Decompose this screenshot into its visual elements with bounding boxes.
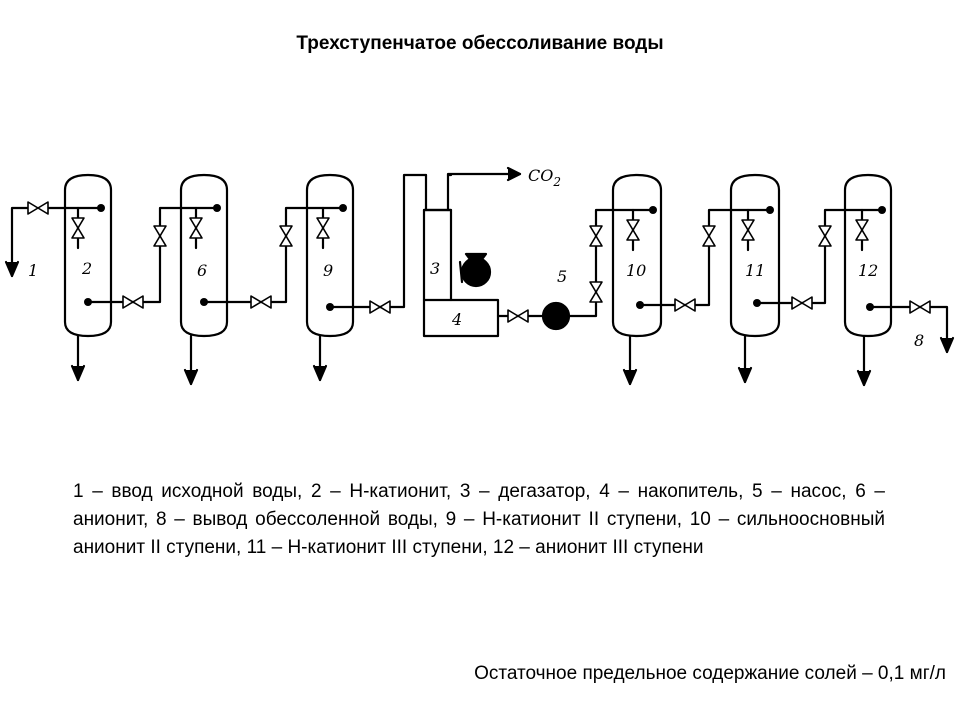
co2-pipe (446, 172, 522, 177)
vessel-12 (843, 173, 893, 338)
label-4: 4 (451, 310, 462, 329)
label-1: 1 (28, 261, 38, 280)
residual-salt-note: Остаточное предельное содержание солей –… (474, 663, 946, 684)
storage-tank-4 (422, 298, 500, 338)
outlet-arrow (939, 336, 955, 354)
label-10: 10 (626, 261, 646, 280)
label-9: 9 (323, 261, 333, 280)
label-5: 5 (557, 267, 567, 286)
co2-text: CO (528, 166, 553, 185)
page-title: Трехступенчатое обессоливание воды (296, 33, 664, 54)
inlet-arrow (4, 260, 20, 278)
label-3: 3 (430, 259, 440, 278)
co2-subscript: 2 (552, 175, 561, 189)
co2-label: CO2 (528, 166, 561, 189)
label-8: 8 (914, 331, 924, 350)
inlet-pipe (10, 206, 30, 278)
pump-5 (541, 301, 571, 331)
label-2: 2 (81, 259, 92, 278)
co2-arrow (506, 166, 522, 182)
label-11: 11 (745, 261, 765, 280)
process-flow-diagram: 1 2 6 9 3 4 5 10 11 12 8 CO2 (4, 166, 955, 387)
vessel-6 (179, 173, 229, 338)
degasser-3 (422, 173, 453, 302)
vessel-2 (63, 173, 113, 338)
label-12: 12 (858, 261, 878, 280)
label-6: 6 (197, 261, 207, 280)
vessel-11 (729, 173, 781, 338)
vessel-9 (305, 173, 355, 338)
vessel-10 (611, 173, 663, 338)
legend-text: 1 – ввод исходной воды, 2 – Н-катионит, … (73, 481, 886, 558)
